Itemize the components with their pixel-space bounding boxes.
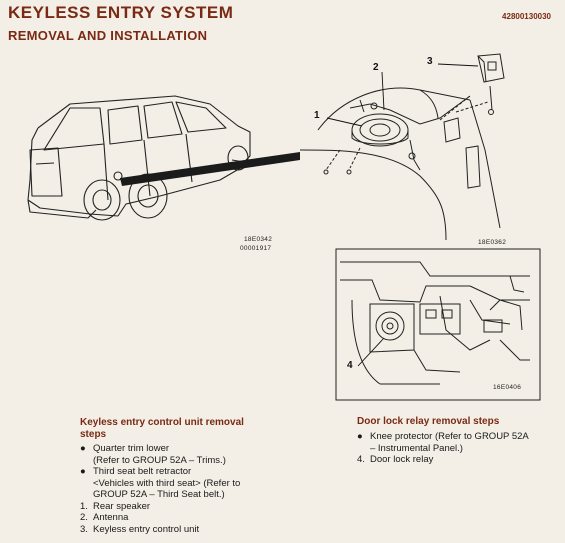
step-text: <Vehicles with third seat> (Refer to: [93, 477, 241, 489]
step-number: 3.: [80, 523, 88, 535]
door-lock-relay-steps-heading: Door lock relay removal steps: [357, 416, 499, 428]
page-title: KEYLESS ENTRY SYSTEM: [8, 3, 234, 22]
pointer-band: [120, 152, 300, 186]
page-subtitle: REMOVAL AND INSTALLATION: [8, 28, 208, 43]
control-unit-steps-list: ● Quarter trim lower (Refer to GROUP 52A…: [80, 443, 290, 535]
step-number: 4.: [357, 454, 365, 465]
figure-code: 00001917: [240, 245, 272, 252]
step-text: Keyless entry control unit: [93, 523, 200, 535]
heading-line: steps: [80, 429, 107, 440]
figure-code: 18E0362: [478, 239, 507, 246]
document-number: 42800130030: [502, 12, 551, 21]
callout-4: 4: [347, 360, 353, 371]
step-text: Third seat belt retractor: [93, 466, 192, 477]
figure-code: 18E0342: [244, 236, 273, 243]
step-text: Knee protector (Refer to GROUP 52A: [370, 431, 529, 442]
list-item: 3. Keyless entry control unit: [80, 524, 290, 536]
door-lock-relay-illustration: [340, 261, 530, 385]
list-item: ● Quarter trim lower (Refer to GROUP 52A…: [80, 443, 290, 466]
list-item: ● Knee protector (Refer to GROUP 52A – I…: [357, 431, 557, 454]
step-text: Rear speaker: [93, 500, 151, 512]
inset-frame: [335, 248, 541, 401]
control-unit-detail-illustration: [299, 53, 505, 241]
list-item: 2. Antenna: [80, 512, 290, 524]
step-text: Antenna: [93, 512, 129, 523]
step-text: Quarter trim lower: [93, 443, 170, 454]
vehicle-illustration: [27, 95, 251, 221]
bullet-marker: ●: [80, 443, 86, 454]
bullet-marker: ●: [357, 431, 363, 442]
step-number: 1.: [80, 500, 88, 512]
step-text: (Refer to GROUP 52A – Trims.): [93, 454, 226, 466]
callout-3: 3: [427, 56, 433, 67]
step-text: – Instrumental Panel.): [370, 442, 463, 454]
heading-line: Keyless entry control unit removal: [80, 417, 244, 428]
step-text: GROUP 52A – Third Seat belt.): [93, 489, 225, 500]
list-item: ● Third seat belt retractor <Vehicles wi…: [80, 466, 290, 501]
callout-1: 1: [314, 110, 320, 121]
bullet-marker: ●: [80, 466, 86, 477]
list-item: 4. Door lock relay: [357, 454, 557, 466]
heading-line: Door lock relay removal steps: [357, 416, 500, 427]
step-number: 2.: [80, 512, 88, 523]
list-item: 1. Rear speaker: [80, 501, 290, 513]
door-lock-relay-steps-list: ● Knee protector (Refer to GROUP 52A – I…: [357, 431, 557, 466]
step-text: Door lock relay: [370, 454, 434, 465]
callout-2: 2: [373, 62, 379, 73]
figure-code: 16E0406: [493, 384, 522, 391]
control-unit-steps-heading: Keyless entry control unit removal steps: [80, 417, 244, 441]
